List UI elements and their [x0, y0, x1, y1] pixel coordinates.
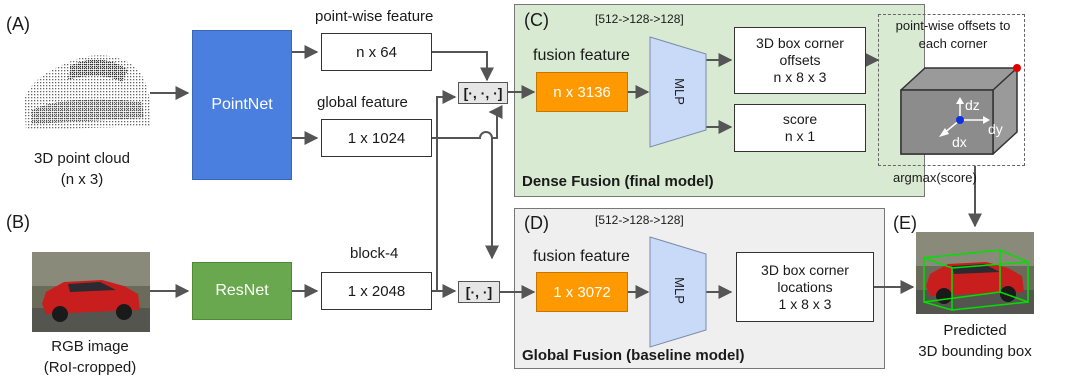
concat-dense-box: [·, ·, ·]: [458, 82, 508, 104]
pointwise-feature-box: n x 64: [321, 33, 432, 71]
global-fusion-label: fusion feature: [533, 248, 630, 265]
label-d: (D): [524, 213, 549, 233]
global-feature-box: 1 x 1024: [321, 119, 432, 157]
output-title-line1: Predicted: [943, 322, 1007, 339]
point-cloud-shape: (n x 3): [60, 171, 104, 188]
dense-offsets-line3: n x 8 x 3: [773, 69, 827, 85]
dense-score-line2: n x 1: [784, 128, 816, 144]
center-point-dot: [956, 116, 964, 124]
global-loc-line1: 3D box corner: [761, 261, 849, 278]
global-locations-box: 3D box corner locations 1 x 8 x 3: [736, 252, 874, 322]
global-loc-line3: 1 x 8 x 3: [778, 295, 832, 312]
output-title-line2: 3D bounding box: [918, 343, 1032, 360]
output-image: [916, 232, 1034, 314]
point-cloud-image: [24, 55, 150, 131]
point-cloud-title: 3D point cloud: [34, 150, 130, 167]
inset-title-line1: point-wise offsets to: [895, 18, 1011, 33]
dense-offsets-line2: offsets: [779, 52, 821, 68]
resnet-label: ResNet: [215, 282, 269, 299]
pointnet-block: PointNet: [192, 30, 292, 180]
global-mlp-label: MLP: [671, 277, 687, 304]
resnet-block: ResNet: [192, 262, 292, 320]
global-mlp-block: [649, 236, 707, 348]
global-fusion-feature-box: 1 x 3072: [536, 272, 628, 312]
dz-label: dz: [965, 97, 980, 113]
dense-fusion-feature-box: n x 3136: [536, 72, 628, 112]
rgb-image-subtitle: (RoI-cropped): [43, 359, 137, 376]
global-loc-line2: locations: [777, 278, 833, 295]
offsets-inset: [878, 14, 1025, 166]
arrow-global-to-concat: [432, 105, 503, 139]
global-mlp-spec: [512->128->128]: [595, 213, 684, 227]
cuboid-illustration: [900, 64, 1021, 155]
concat-global-box: [·, ·]: [458, 281, 500, 303]
dense-mlp-block: [649, 36, 707, 148]
label-c: (C): [524, 10, 549, 30]
global-feature-label: global feature: [317, 94, 408, 111]
dense-score-line1: score: [782, 111, 818, 127]
rgb-image-title: RGB image: [51, 338, 129, 355]
dense-panel-title: Dense Fusion (final model): [522, 173, 714, 190]
dx-label: dx: [952, 134, 967, 150]
label-e: (E): [893, 213, 917, 233]
block4-box: 1 x 2048: [321, 272, 432, 310]
label-a: (A): [6, 14, 30, 34]
dense-mlp-spec: [512->128->128]: [595, 12, 684, 26]
argmax-label: argmax(score): [893, 170, 977, 185]
dense-score-box: score n x 1: [734, 104, 866, 152]
corner-dot: [1013, 64, 1021, 72]
inset-title-line2: each corner: [918, 36, 988, 51]
dense-offsets-line1: 3D box corner: [756, 35, 844, 51]
dense-offsets-box: 3D box corner offsets n x 8 x 3: [734, 27, 866, 94]
dense-fusion-label: fusion feature: [533, 47, 630, 64]
pointwise-feature-label: point-wise feature: [315, 8, 434, 25]
dense-mlp-label: MLP: [671, 78, 687, 105]
global-panel-title: Global Fusion (baseline model): [522, 347, 745, 364]
block4-label: block-4: [350, 245, 399, 262]
label-b: (B): [6, 212, 30, 232]
dy-label: dy: [988, 121, 1003, 137]
pointnet-label: PointNet: [211, 96, 273, 113]
arrow-pointwise-to-concat: [432, 51, 494, 82]
rgb-image: [32, 252, 150, 332]
arrow-block4-to-concat-top: [436, 90, 457, 291]
